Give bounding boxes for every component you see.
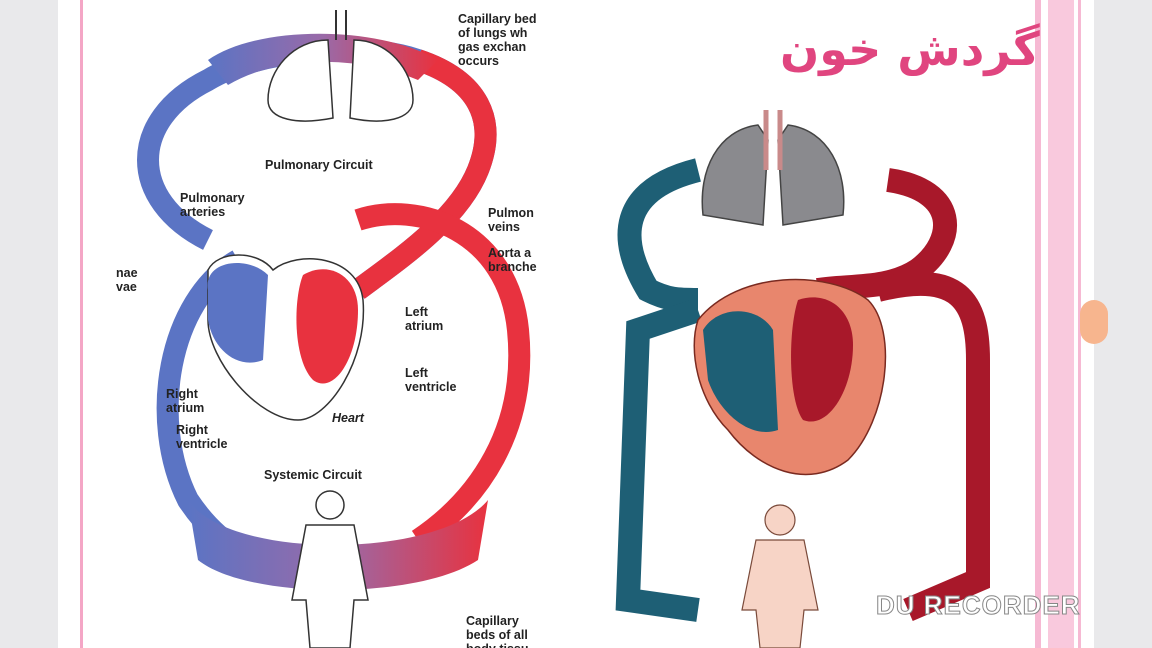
pink-border-right-3 [1078,0,1081,648]
left-margin [0,0,58,648]
lungs-icon [267,10,414,122]
right-heart-icon [693,278,887,476]
label-venae-cavae: nae vae [116,266,138,294]
pulmonary-vein-vessel [351,49,497,299]
pink-border-right-2 [1048,0,1074,648]
label-pulmonary-arteries: Pulmonary arteries [180,191,245,219]
pink-border-right-1 [1035,0,1041,648]
heart-icon [207,254,365,421]
label-right-atrium: Right atrium [166,387,205,415]
right-lungs-icon [701,110,845,226]
left-circulation-diagram [137,10,531,648]
label-aorta: Aorta a branche [488,246,537,274]
teal-pulmonary-vessel [617,158,702,312]
slide-page: Capillary bed of lungs wh gas exchan occ… [58,0,1094,648]
watermark-text: DU RECORDER [876,590,1081,621]
right-human-body-icon [741,504,819,648]
darkred-aorta-vessel [875,271,990,622]
label-capillary-body: Capillary beds of all body tissu [466,614,529,648]
darkred-pulmonary-vessel [816,168,957,302]
label-pulmonary-veins: Pulmon veins [488,206,534,234]
teal-systemic-vessel [615,298,702,622]
pink-border-left [80,0,83,648]
label-left-atrium: Left atrium [405,305,444,333]
page-title: گردش خون [780,22,1040,76]
label-capillary-lungs: Capillary bed of lungs wh gas exchan occ… [458,12,537,68]
label-left-ventricle: Left ventricle [405,366,457,394]
human-body-icon [291,490,369,648]
aorta-vessel [354,203,531,550]
label-systemic-circuit: Systemic Circuit [264,468,362,482]
side-panel-handle[interactable] [1080,300,1108,344]
label-heart: Heart [332,411,364,425]
label-pulmonary-circuit: Pulmonary Circuit [265,158,373,172]
label-right-ventricle: Right ventricle [176,423,228,451]
